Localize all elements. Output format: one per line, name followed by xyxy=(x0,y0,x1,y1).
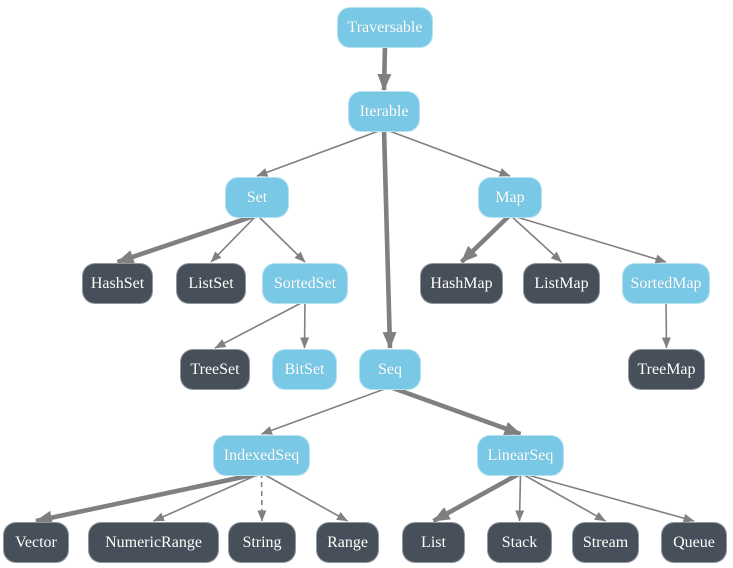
node-label: HashMap xyxy=(430,274,493,292)
edge-linearseq-stream xyxy=(520,472,606,522)
node-seq: Seq xyxy=(359,349,421,390)
node-label: TreeSet xyxy=(190,360,240,378)
node-treeset: TreeSet xyxy=(180,349,250,390)
node-range: Range xyxy=(316,522,379,563)
node-label: Queue xyxy=(673,533,715,551)
node-label: SortedMap xyxy=(630,274,702,292)
node-hashmap: HashMap xyxy=(420,263,503,304)
edge-iterable-map xyxy=(383,128,511,177)
edge-sortedset-treeset xyxy=(214,300,306,349)
edge-indexedseq-range xyxy=(261,472,348,522)
edge-linearseq-list xyxy=(432,470,522,524)
node-stack: Stack xyxy=(487,522,552,563)
node-label: BitSet xyxy=(284,360,325,378)
node-label: TreeMap xyxy=(637,360,696,378)
node-sortedmap: SortedMap xyxy=(622,263,710,304)
node-traversable: Traversable xyxy=(337,7,433,48)
edge-indexedseq-string xyxy=(257,472,267,522)
edge-sortedset-bitset xyxy=(300,300,310,349)
node-vector: Vector xyxy=(3,522,69,563)
node-label: Map xyxy=(495,188,525,206)
node-bitset: BitSet xyxy=(272,349,337,390)
edge-sortedmap-treemap xyxy=(661,300,671,349)
edge-set-hashset xyxy=(116,212,258,265)
node-label: HashSet xyxy=(90,274,145,292)
node-linearseq: LinearSeq xyxy=(477,435,564,476)
node-label: Seq xyxy=(378,360,402,378)
node-string: String xyxy=(228,522,296,563)
node-listmap: ListMap xyxy=(523,263,600,304)
node-set: Set xyxy=(225,177,289,218)
node-stream: Stream xyxy=(572,522,639,563)
node-label: Range xyxy=(327,533,368,551)
edge-traversable-iterable xyxy=(377,44,392,91)
edge-iterable-set xyxy=(256,128,385,177)
edge-map-hashmap xyxy=(459,213,512,264)
edge-seq-indexedseq xyxy=(261,386,391,435)
node-listset: ListSet xyxy=(176,263,246,304)
node-label: IndexedSeq xyxy=(223,446,300,464)
node-label: Stream xyxy=(582,533,629,551)
node-iterable: Iterable xyxy=(348,91,420,132)
node-list: List xyxy=(402,522,465,563)
edge-map-sortedmap xyxy=(509,214,667,264)
edge-linearseq-stack xyxy=(515,472,525,522)
node-label: Traversable xyxy=(347,18,423,36)
node-label: NumericRange xyxy=(105,533,202,551)
node-label: List xyxy=(421,533,446,551)
node-hashset: HashSet xyxy=(82,263,153,304)
node-treemap: TreeMap xyxy=(628,349,705,390)
edges-group xyxy=(35,44,695,525)
node-label: LinearSeq xyxy=(487,446,554,464)
edge-map-listmap xyxy=(509,214,563,263)
node-label: ListSet xyxy=(188,274,234,292)
node-label: Iterable xyxy=(359,102,409,120)
node-map: Map xyxy=(478,177,542,218)
node-label: ListMap xyxy=(534,274,589,292)
edge-seq-linearseq xyxy=(389,384,522,437)
edge-iterable-seq xyxy=(381,128,397,349)
node-label: Set xyxy=(246,188,268,206)
node-label: String xyxy=(242,533,282,551)
node-sortedset: SortedSet xyxy=(262,263,348,304)
node-label: SortedSet xyxy=(273,274,337,292)
node-queue: Queue xyxy=(661,522,727,563)
node-label: Stack xyxy=(501,533,538,551)
edge-set-listset xyxy=(210,214,258,263)
node-label: Vector xyxy=(15,533,57,551)
edge-set-sortedset xyxy=(256,214,306,263)
node-indexedseq: IndexedSeq xyxy=(213,435,310,476)
edge-indexedseq-vector xyxy=(35,470,262,525)
node-numericrange: NumericRange xyxy=(88,522,219,563)
edge-indexedseq-numericrange xyxy=(153,472,262,522)
edge-linearseq-queue xyxy=(520,472,695,523)
